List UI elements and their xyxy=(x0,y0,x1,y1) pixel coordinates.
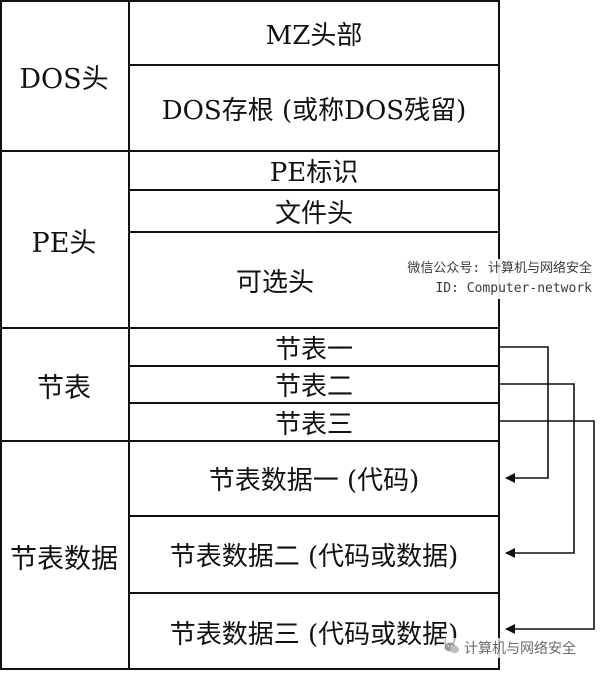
row-pe-signature: PE标识 xyxy=(269,158,359,188)
row-file-header: 文件头 xyxy=(274,198,353,229)
row-optional-header: 可选头 xyxy=(235,267,314,298)
row-separator xyxy=(128,592,500,594)
row-separator xyxy=(128,365,500,367)
group-label-pe-header: PE头 xyxy=(31,228,97,259)
group-label-section-data: 节表数据 xyxy=(10,543,118,575)
wechat-icon xyxy=(444,642,459,654)
row-section-2: 节表二 xyxy=(274,372,353,402)
group-separator-pe-section xyxy=(0,327,500,329)
row-separator xyxy=(128,515,500,517)
row-dos-stub: DOS存根 (或称DOS残留) xyxy=(161,95,467,126)
footer-brand: 计算机与网络安全 xyxy=(444,638,576,658)
group-label-section-table: 节表 xyxy=(37,373,91,404)
group-separator-dos-pe xyxy=(0,150,500,152)
row-separator xyxy=(128,402,500,404)
row-section-data-2: 节表数据二 (代码或数据) xyxy=(169,542,459,572)
watermark-line-2: ID: Computer-network xyxy=(435,281,592,296)
footer-brand-text: 计算机与网络安全 xyxy=(464,641,576,657)
arrow-section-2-to-data-2 xyxy=(500,383,575,558)
row-section-1: 节表一 xyxy=(274,334,353,365)
row-separator xyxy=(128,189,500,191)
row-section-3: 节表三 xyxy=(274,409,353,440)
row-section-data-1: 节表数据一 (代码) xyxy=(208,466,420,496)
arrow-section-1-to-data-1 xyxy=(500,346,549,483)
column-divider xyxy=(128,0,130,670)
row-mz-header: MZ头部 xyxy=(265,20,363,51)
arrow-section-3-to-data-3 xyxy=(500,420,595,634)
watermark-line-1: 微信公众号: 计算机与网络安全 xyxy=(407,261,592,276)
row-separator xyxy=(128,64,500,66)
row-section-data-3: 节表数据三 (代码或数据) xyxy=(169,619,459,650)
group-separator-section-data xyxy=(0,440,500,442)
group-label-dos-header: DOS头 xyxy=(19,63,109,95)
watermark: 微信公众号: 计算机与网络安全 ID: Computer-network xyxy=(380,259,592,299)
row-separator xyxy=(128,231,500,233)
